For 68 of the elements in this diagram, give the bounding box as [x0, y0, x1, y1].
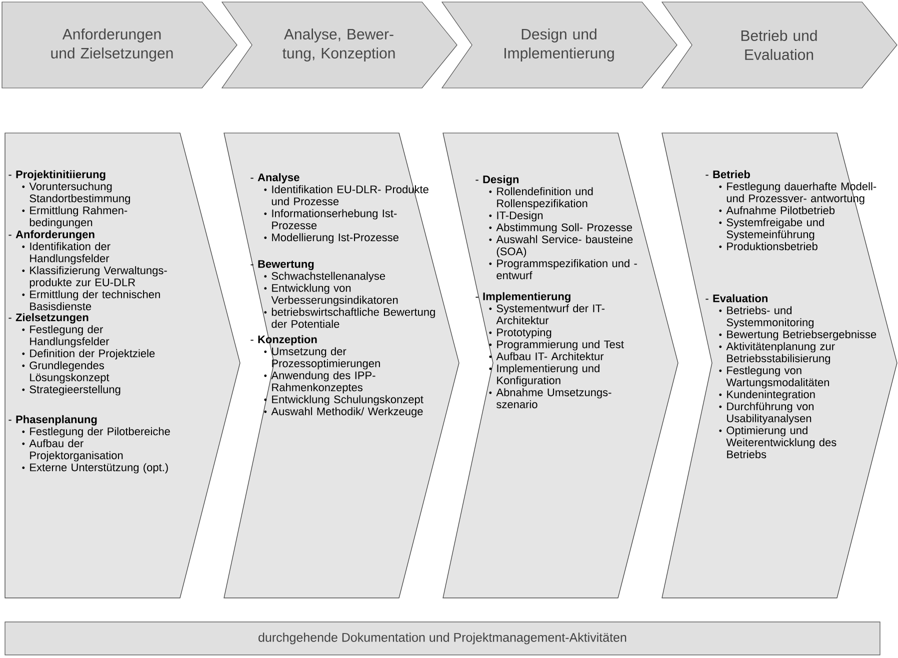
phase-title: Betrieb und Evaluation — [741, 30, 817, 60]
section-heading: - Anforderungen — [8, 230, 94, 240]
bullet-item: Programmierung und Test — [489, 340, 624, 350]
section-heading: - Zielsetzungen — [8, 313, 88, 324]
bullet-item: Externe Unterstützung (opt.) — [22, 463, 168, 474]
bullet-item: Umsetzung der Prozessoptimierungen — [264, 347, 380, 370]
bullet-item: Festlegung dauerhafte Modell- und Prozessver- antwortung — [719, 182, 876, 204]
bullet-item: Systementwurf der IT-Architektur — [489, 304, 605, 324]
bullet-item: Grundlegendes Lösungskonzept — [22, 361, 110, 384]
bullet-item: Kundenintegration — [719, 390, 815, 400]
phase-header — [221, 2, 458, 88]
bullet-item: Produktionsbetrieb — [719, 242, 818, 250]
section-heading: - Evaluation — [706, 294, 768, 302]
phase-title: Design und Implementierung — [504, 28, 614, 62]
bullet-item: Aufbau IT- Architektur — [489, 352, 604, 360]
phase-header — [661, 2, 898, 88]
bullet-item: Festlegung der Handlungsfelder — [22, 325, 110, 348]
bullet-item: Betriebs- und Systemmonitoring — [719, 306, 814, 328]
bullet-item: Aufbau der Projektorganisation — [22, 439, 123, 462]
phase-header — [2, 2, 238, 88]
activity-bar — [4, 622, 880, 656]
section-heading: - Analyse — [250, 173, 300, 184]
bullet-item: Aufnahme Pilotbetrieb — [719, 206, 835, 214]
bullet-item: Schwachstellenanalyse — [264, 272, 386, 282]
bullet-item: Rollendefinition und Rollenspezifikation — [489, 187, 593, 210]
bullet-item: Bewertung Betriebsergebnisse — [719, 330, 876, 340]
bullet-item: Systemfreigabe und Systemeinführung — [719, 218, 824, 240]
section-heading: - Projektinitiierung — [8, 170, 106, 180]
phase-title: Anforderungen und Zielsetzungen — [51, 28, 173, 62]
section-heading: - Design — [476, 175, 519, 186]
bullet-item: Programmspezifikation und -entwurf — [489, 259, 637, 280]
section-heading: - Phasenplanung — [8, 415, 97, 426]
phase-panel — [662, 132, 898, 598]
bullet-item: IT-Design — [489, 211, 543, 222]
bullet-item: Festlegung der Pilotbereiche — [22, 427, 170, 438]
section-heading: - Bewertung — [250, 260, 314, 270]
phase-panel — [224, 132, 460, 598]
phase-panel — [4, 132, 240, 598]
phase-panel — [442, 132, 678, 598]
bullet-item: Prototyping — [489, 328, 552, 338]
bullet-item: Voruntersuchung Standortbestimmung — [22, 182, 130, 204]
bullet-item: Modellierung Ist-Prozesse — [264, 233, 398, 244]
bullet-item: Implementierung und Konfiguration — [489, 364, 600, 386]
bullet-item: Aktivitätenplanung zur Betriebsstabilisierung — [719, 342, 835, 364]
bullet-item: Ermittlung der technischen Basisdienste — [22, 290, 160, 310]
phase-header — [441, 2, 678, 88]
bullet-item: Optimierung und Weiterentwicklung des Betriebs — [719, 426, 836, 458]
bullet-item: Informationserhebung Ist-Prozesse — [264, 209, 397, 230]
bar-title: durchgehende Dokumentation und Projektmanagement-Aktivitäten — [258, 632, 626, 644]
bullet-item: Identifikation EU-DLR- Produkte und Prozesse — [264, 185, 428, 206]
bullet-item: Identifikation der Handlungsfelder — [22, 242, 110, 264]
section-heading: - Implementierung — [476, 292, 570, 302]
section-heading: - Betrieb — [706, 170, 750, 178]
bullet-item: Durchführung von Usabilityanalysen — [719, 402, 814, 424]
bullet-item: Auswahl Service- bausteine (SOA) — [489, 235, 633, 258]
bullet-item: betriebswirtschaftliche Bewertung der Potentiale — [264, 308, 435, 328]
phase-title: Analyse, Bewer- tung, Konzeption — [282, 28, 395, 62]
bullet-item: Auswahl Methodik/ Werkzeuge — [264, 407, 423, 418]
bullet-item: Anwendung des IPP-Rahmenkonzeptes — [264, 371, 376, 394]
bullet-item: Abnahme Umsetzungs- szenario — [489, 388, 612, 408]
section-heading: - Konzeption — [250, 335, 317, 346]
bullet-item: Ermittlung Rahmen- bedingungen — [22, 206, 128, 228]
bullet-item: Festlegung von Wartungsmodalitäten — [719, 366, 829, 388]
bullet-item: Strategieerstellung — [22, 385, 120, 396]
bullet-item: Entwicklung Schulungskonzept — [264, 395, 424, 406]
bullet-item: Klassifizierung Verwaltungs- produkte zur EU-DLR — [22, 266, 167, 288]
bullet-item: Definition der Projektziele — [22, 349, 155, 360]
bullet-item: Abstimmung Soll- Prozesse — [489, 223, 632, 234]
